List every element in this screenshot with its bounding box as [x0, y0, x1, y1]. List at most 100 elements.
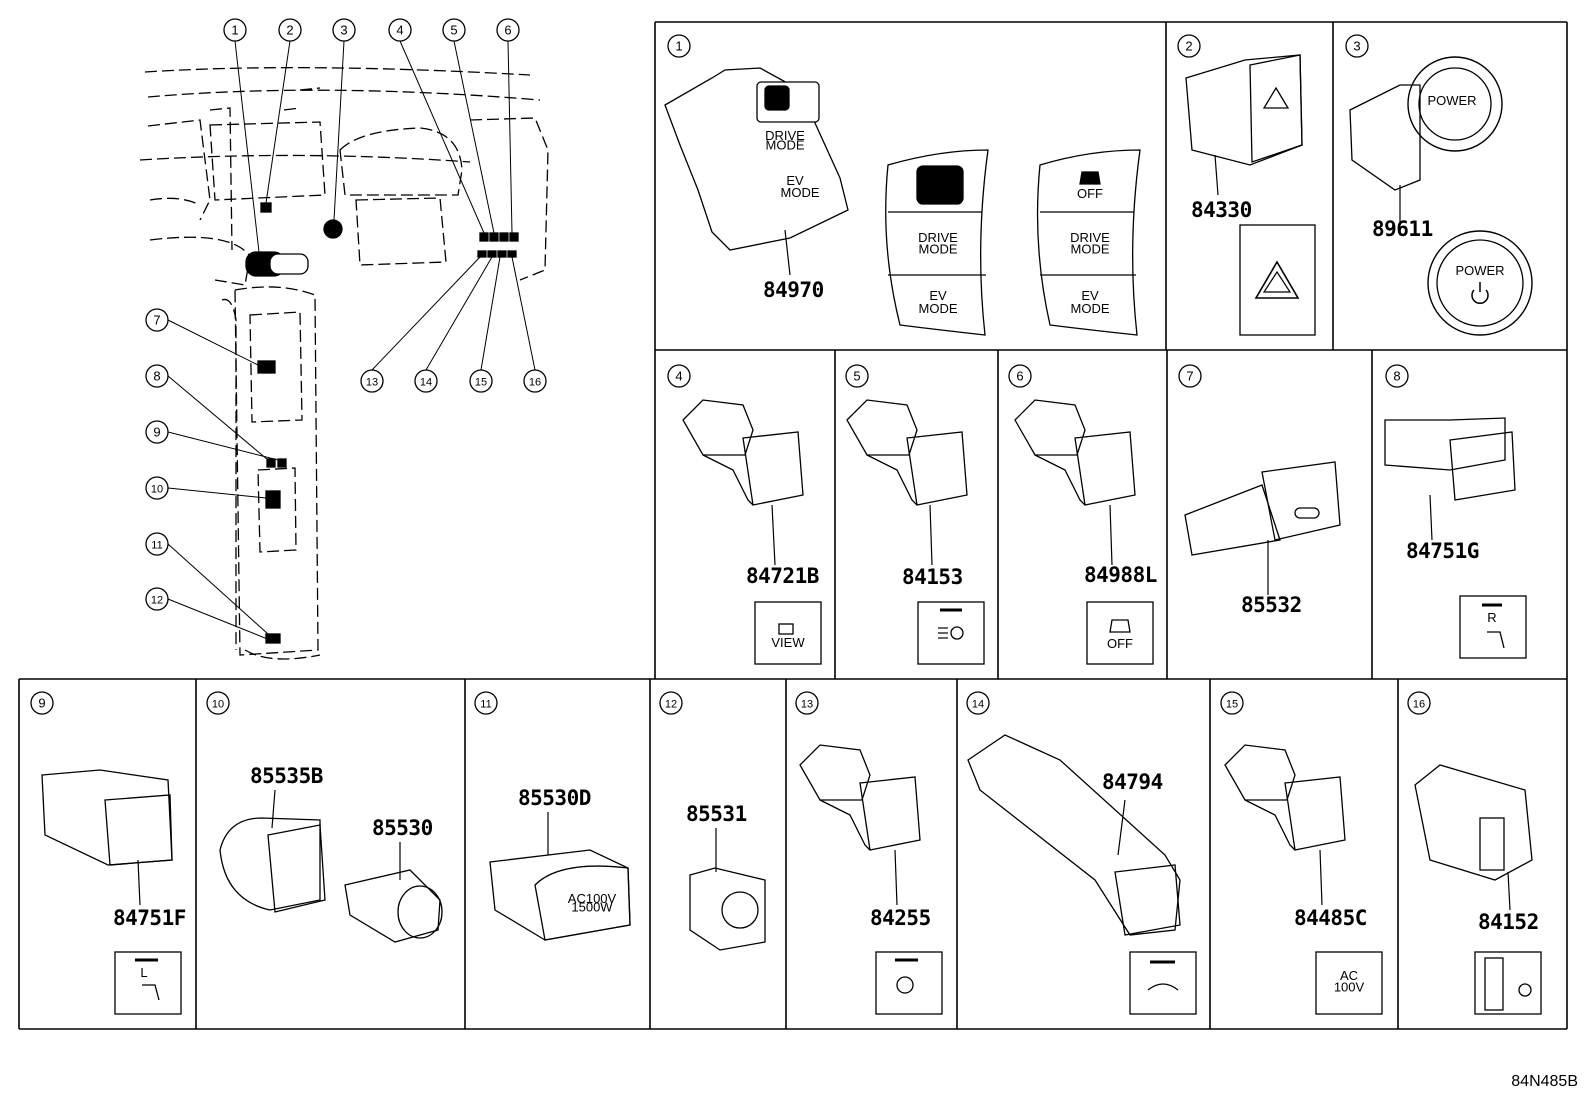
switch-marker: [509, 232, 519, 242]
leader-line: [771, 504, 776, 566]
part-10-marker: [265, 490, 281, 509]
overview-callout: 16: [529, 377, 541, 389]
diagram-code: 84N485B: [1511, 1073, 1578, 1090]
dial-knob: [721, 891, 759, 929]
part-number: 84330: [1191, 198, 1252, 222]
leader-line: [425, 256, 493, 371]
mode-label: MODE: [781, 185, 820, 200]
part-number: 84721B: [746, 564, 819, 588]
switch-84721b-edge: [702, 454, 754, 506]
switch-84988l-face: [1074, 431, 1136, 506]
overview-callout: 12: [151, 595, 163, 607]
mode-label: MODE: [1071, 301, 1110, 316]
leader-line: [167, 375, 269, 461]
overview-callout-circle: [145, 587, 169, 611]
headlight-icon: [950, 626, 964, 640]
part-number: 84255: [870, 906, 931, 930]
overview-callout: 2: [286, 23, 293, 38]
view-label: VIEW: [771, 635, 805, 650]
switch-marker: [499, 232, 509, 242]
screen-outline: [355, 197, 447, 266]
panel-number: 4: [675, 369, 682, 384]
vsc-icon: [1109, 619, 1131, 633]
dimmer-wheel: [1479, 817, 1505, 871]
panel-number: 3: [1353, 39, 1360, 54]
p-icon: [764, 85, 790, 111]
part-number: 84751F: [113, 906, 186, 930]
hazard-face: [1249, 54, 1303, 163]
power-button-front: [1436, 239, 1524, 327]
switch-84485c-edge: [1244, 799, 1296, 851]
leader-line: [1109, 504, 1113, 566]
part-number: 85531: [686, 802, 747, 826]
view-icon-box: [754, 601, 822, 665]
leader-line: [333, 40, 345, 221]
leader-line: [1429, 494, 1433, 541]
seat-icon: [142, 984, 160, 1001]
switch-84485c-face: [1284, 776, 1346, 851]
dashboard-detail: [283, 87, 321, 111]
panel-number: 11: [480, 699, 491, 711]
switch-marker: [489, 232, 499, 242]
panel-number-circle: [1220, 691, 1244, 715]
panel-number: 1: [675, 39, 682, 54]
wiper-icon: [1147, 983, 1179, 991]
console-inner: [249, 311, 303, 423]
panel-number: 5: [853, 369, 860, 384]
wiper-face: [1114, 864, 1181, 936]
dimmer-icon-box: [1474, 951, 1542, 1015]
overview-callout: 9: [153, 425, 160, 440]
switch-84751f-body: [41, 769, 173, 866]
overview-callout: 13: [366, 377, 378, 389]
seat-r-label: R: [1487, 610, 1496, 625]
switch-marker: [479, 232, 489, 242]
mode-label: MODE: [919, 301, 958, 316]
part-number: 84153: [902, 565, 963, 589]
panel-number: 15: [1226, 699, 1238, 711]
ev-label: EV: [929, 288, 947, 303]
outlet-face: [534, 865, 631, 941]
leader-line: [137, 859, 141, 906]
panel-number: 10: [212, 699, 224, 711]
seat-heater-face: [104, 794, 173, 866]
switch-84255-body: [799, 744, 871, 801]
overview-callout: 4: [396, 23, 403, 38]
switch-84255-edge: [819, 799, 871, 851]
socket-85530-body: [344, 869, 441, 943]
dashboard-outline: [144, 67, 531, 76]
switch-84970-body: [664, 67, 849, 251]
switch-84485c-body: [1224, 744, 1296, 801]
socket-85530-ring: [397, 885, 443, 939]
panel-number: 16: [1413, 699, 1425, 711]
panel-cover-right: [1036, 149, 1141, 336]
leader-line: [167, 598, 271, 641]
power-button-front-ring: [1427, 230, 1533, 336]
overview-callout-circle: [145, 364, 169, 388]
overview-callout-circle: [145, 532, 169, 556]
leader-line: [167, 487, 267, 499]
overview-callout-circle: [145, 420, 169, 444]
power-label: POWER: [1455, 263, 1504, 278]
leader-line: [167, 319, 259, 366]
part-number: 84751G: [1406, 539, 1479, 563]
overview-callout-circle: [278, 18, 302, 42]
overview-callout-circle: [469, 369, 493, 393]
traction-icon: [1079, 171, 1101, 185]
part-11-marker: [265, 633, 281, 644]
switch-84153-edge: [866, 454, 918, 506]
socket-85535b-body: [219, 817, 321, 911]
leader-line: [784, 229, 791, 276]
ac-outlet-icon-box: [1315, 951, 1383, 1015]
panel-number-circle: [474, 691, 498, 715]
overview-callout: 11: [151, 540, 162, 552]
panel-number: 8: [1393, 369, 1400, 384]
panel-number: 2: [1185, 39, 1192, 54]
cluster-outline: [339, 127, 463, 196]
part-number: 89611: [1372, 217, 1433, 241]
part-number: 84152: [1478, 910, 1539, 934]
right-outline: [469, 117, 549, 281]
switch-84153-body: [846, 399, 918, 456]
